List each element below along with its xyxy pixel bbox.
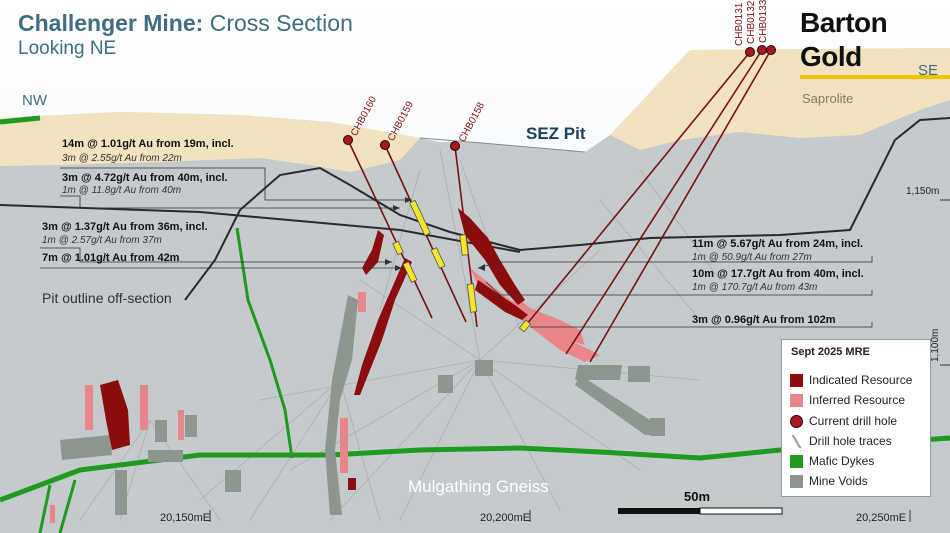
legend-label-voids: Mine Voids — [809, 474, 868, 488]
pit-outline-off-section — [184, 117, 950, 301]
annotation-6-main: 10m @ 17.7g/t Au from 40m, incl. — [692, 268, 864, 280]
annotation-7-main: 3m @ 0.96g/t Au from 102m — [692, 314, 836, 326]
annotation-1-main: 14m @ 1.01g/t Au from 19m, incl. — [62, 138, 234, 150]
nw-label: NW — [22, 92, 47, 109]
legend: Sept 2025 MRE Indicated Resource Inferre… — [781, 339, 931, 497]
current-drill-holes — [347, 49, 772, 363]
drill-hole-chb0131 — [521, 51, 751, 331]
legend-label-traces: Drill hole traces — [809, 434, 892, 448]
legend-label-dykes: Mafic Dykes — [809, 454, 875, 468]
indicated-resource — [100, 208, 528, 490]
sez-pit-floor — [419, 137, 586, 153]
rl-1150-label: 1,150m — [906, 186, 940, 197]
drill-hole-chb0133 — [589, 49, 772, 363]
legend-item-voids: Mine Voids — [790, 474, 868, 489]
drill-hole-chb0132 — [565, 49, 763, 355]
saprolite-layer-east — [610, 48, 950, 150]
annotation-4-main: 7m @ 1.01g/t Au from 42m — [42, 252, 180, 264]
x-tick-20250: 20,250mE — [856, 512, 907, 524]
legend-label-inferred: Inferred Resource — [809, 393, 906, 407]
title-rest: Cross Section — [203, 10, 353, 36]
mine-voids — [60, 295, 665, 515]
host-rock-label: Mulgathing Gneiss — [408, 477, 549, 496]
hole-label-chb0132: CHB0132 — [746, 0, 757, 44]
legend-item-drill-hole: Current drill hole — [790, 414, 898, 429]
legend-label-drill-hole: Current drill hole — [809, 414, 898, 428]
legend-item-traces: Drill hole traces — [790, 434, 892, 449]
trace-icon — [790, 435, 803, 449]
saprolite-layer-west — [0, 112, 420, 172]
sez-pit-label: SEZ Pit — [526, 124, 586, 143]
indicated-swatch — [790, 374, 803, 388]
mafic-dyke-vertical — [235, 227, 294, 459]
mafic-dyke-surface — [0, 115, 41, 125]
legend-item-inferred: Inferred Resource — [790, 393, 906, 408]
gneiss-host-rock — [0, 48, 950, 533]
se-label: SE — [918, 62, 939, 79]
figure-subtitle: Looking NE — [18, 38, 117, 59]
intercepts — [392, 199, 532, 333]
annotation-5-sub: 1m @ 50.9g/t Au from 27m — [692, 252, 812, 263]
scale-bar — [618, 507, 783, 515]
barton-gold-logo: Barton Gold — [800, 6, 950, 79]
saprolite-label: Saprolite — [802, 91, 854, 106]
pit-outline-section — [0, 204, 521, 253]
drill-hole-chb0160 — [347, 139, 433, 319]
drill-hole-icon — [790, 415, 803, 429]
x-tick-20150: 20,150mE — [160, 512, 211, 524]
axis-ticks — [209, 199, 950, 522]
leader-arrowheads — [385, 197, 485, 271]
rl-1100-label: 1,100m — [930, 328, 941, 362]
dyke-swatch — [790, 455, 803, 469]
inferred-resource — [50, 268, 600, 523]
x-tick-20200: 20,200mE — [480, 512, 531, 524]
legend-item-dykes: Mafic Dykes — [790, 454, 875, 469]
figure-title: Challenger Mine: Cross Section — [18, 10, 353, 37]
void-swatch — [790, 475, 803, 489]
annotation-3-main: 3m @ 1.37g/t Au from 36m, incl. — [42, 221, 208, 233]
mafic-dyke-small-2 — [58, 479, 77, 533]
legend-label-indicated: Indicated Resource — [809, 373, 913, 387]
mafic-dyke-small-1 — [38, 484, 52, 533]
hole-label-chb0133: CHB0133 — [758, 0, 769, 43]
annotation-leaders — [40, 167, 873, 328]
inferred-swatch — [790, 394, 803, 408]
legend-item-indicated: Indicated Resource — [790, 373, 913, 388]
drill-collars — [343, 45, 776, 151]
mafic-dykes — [0, 115, 950, 533]
pit-outline-label: Pit outline off-section — [42, 290, 172, 306]
title-bold: Challenger Mine: — [18, 10, 204, 36]
scale-bar-label: 50m — [684, 489, 711, 504]
mafic-dyke-main — [0, 435, 950, 503]
annotation-3-sub: 1m @ 2.57g/t Au from 37m — [42, 235, 162, 246]
annotation-5-main: 11m @ 5.67g/t Au from 24m, incl. — [692, 238, 864, 250]
legend-title: Sept 2025 MRE — [791, 346, 870, 358]
hole-label-chb0131: CHB0131 — [734, 2, 745, 46]
annotation-1-sub: 3m @ 2.55g/t Au from 22m — [62, 153, 182, 164]
annotation-2-sub: 1m @ 11.8g/t Au from 40m — [62, 185, 182, 196]
annotation-6-sub: 1m @ 170.7g/t Au from 43m — [692, 282, 818, 293]
annotation-2-main: 3m @ 4.72g/t Au from 40m, incl. — [62, 172, 228, 184]
